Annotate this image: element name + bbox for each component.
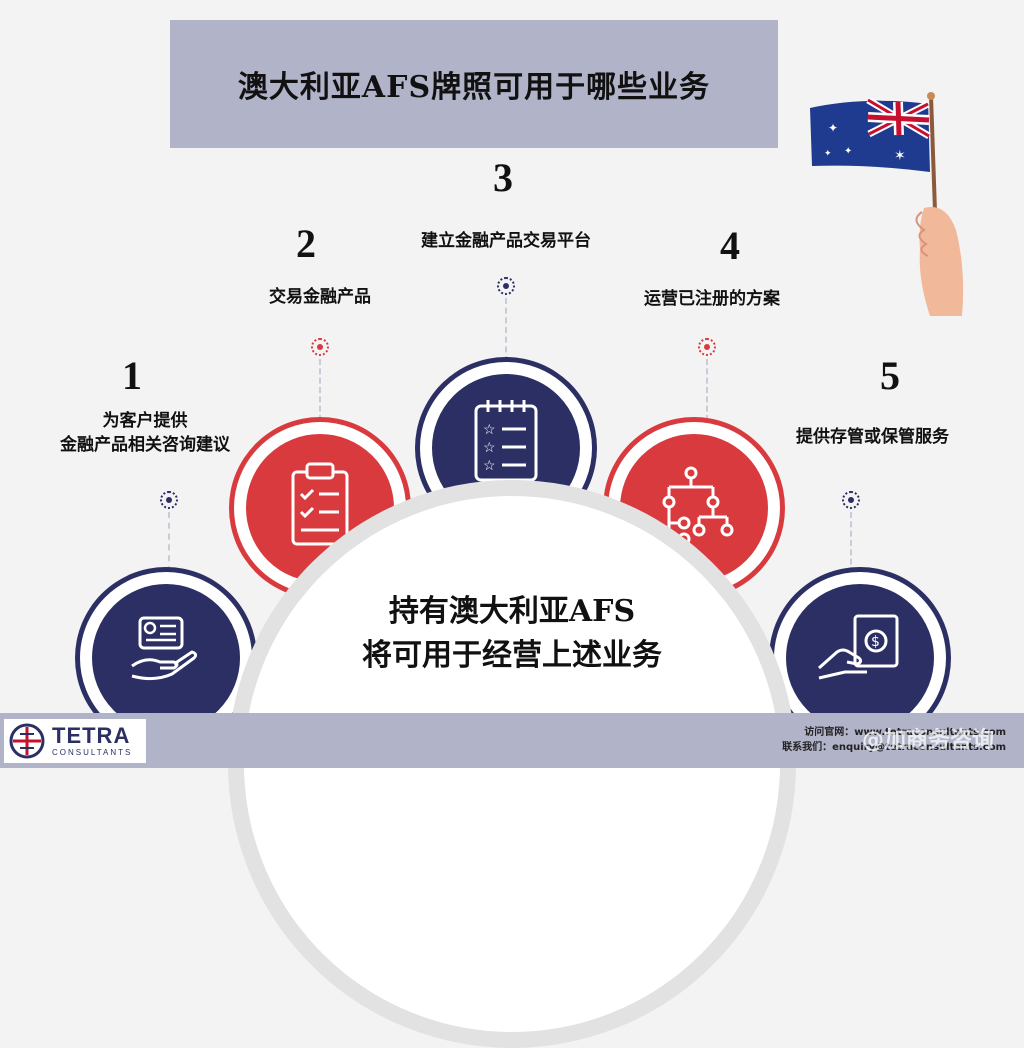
title-banner: 澳大利亚AFS牌照可用于哪些业务: [170, 20, 778, 148]
svg-text:✦: ✦: [844, 146, 852, 157]
item-3-label-line1: 建立金融产品交易平台: [421, 231, 591, 251]
page-title: 澳大利亚AFS牌照可用于哪些业务: [237, 70, 711, 105]
item-1-number: 1: [122, 353, 142, 398]
svg-text:☆: ☆: [483, 422, 496, 438]
item-3-connector: [505, 298, 507, 362]
company-logo: TETRA CONSULTANTS: [4, 719, 146, 763]
clipboard-checklist-icon: [291, 462, 349, 546]
australia-flag-icon: ✦ ✦ ✶ ✦: [810, 92, 964, 316]
item-1-label: 为客户提供 金融产品相关咨询建议: [40, 410, 250, 458]
item-5-number: 5: [880, 353, 900, 398]
item-1-connector: [168, 512, 170, 572]
watermark: @加商务咨询: [861, 728, 994, 753]
cash-hand-icon: $: [818, 614, 899, 680]
item-1-label-line2: 金融产品相关咨询建议: [60, 434, 230, 455]
star-checklist-icon: ☆ ☆ ☆: [474, 400, 538, 482]
item-3-label: 建立金融产品交易平台: [400, 230, 612, 254]
svg-text:☆: ☆: [483, 458, 496, 474]
center-message: 持有澳大利亚AFS 将可用于经营上述业务: [300, 590, 724, 677]
item-2-label-line1: 交易金融产品: [269, 287, 371, 307]
footer-website[interactable]: 访问官网：www.tetraconsultants.com: [804, 727, 1006, 738]
svg-text:✦: ✦: [824, 149, 832, 159]
footer: TETRA CONSULTANTS 访问官网：www.tetraconsulta…: [0, 713, 1024, 768]
item-3-number: 3: [493, 155, 513, 200]
item-4-connector: [706, 359, 708, 421]
footer-contact: 访问官网：www.tetraconsultants.com 联系我们：enqui…: [782, 725, 1006, 755]
center-line1: 持有澳大利亚AFS: [388, 594, 636, 629]
item-3-marker: [497, 277, 515, 295]
item-4-marker: [698, 338, 716, 356]
svg-text:$: $: [871, 634, 880, 650]
svg-text:✦: ✦: [828, 121, 838, 135]
item-5-connector: [850, 512, 852, 574]
item-4-label: 运营已注册的方案: [626, 288, 798, 312]
item-2-label: 交易金融产品: [250, 286, 390, 310]
item-5-label: 提供存管或保管服务: [775, 426, 970, 450]
item-4-label-line1: 运营已注册的方案: [644, 289, 780, 309]
item-2-connector: [319, 359, 321, 421]
center-line2: 将可用于经营上述业务: [362, 637, 662, 673]
item-1-label-line1: 为客户提供: [102, 411, 188, 431]
item-5-marker: [842, 491, 860, 509]
logo-subtitle: CONSULTANTS: [52, 748, 133, 757]
item-2-marker: [311, 338, 329, 356]
item-5-label-line1: 提供存管或保管服务: [796, 427, 949, 447]
advice-hand-icon: [131, 616, 198, 681]
svg-text:✶: ✶: [894, 148, 906, 164]
tetra-logo-icon: [9, 723, 45, 759]
svg-text:☆: ☆: [483, 440, 496, 456]
item-1-marker: [160, 491, 178, 509]
footer-email[interactable]: 联系我们：enquiry@tetraconsultants.com: [782, 742, 1006, 753]
item-2-number: 2: [296, 221, 316, 266]
item-4-number: 4: [720, 223, 740, 268]
logo-name: TETRA: [52, 723, 131, 748]
